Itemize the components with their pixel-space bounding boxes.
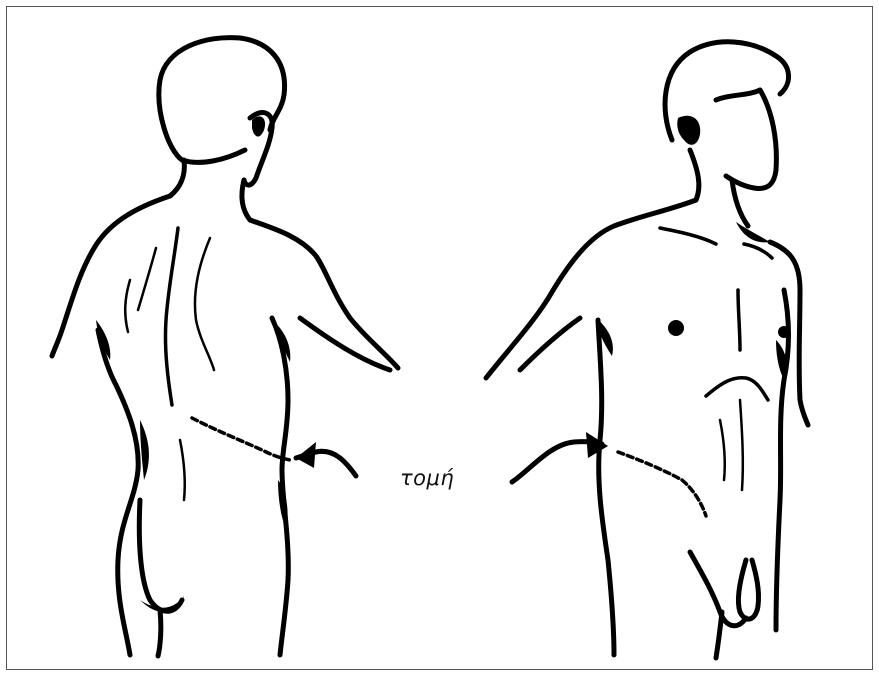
front-left-shoulder: [486, 200, 696, 378]
front-genital-outline: [738, 560, 758, 619]
back-waist-shadow-left: [140, 420, 149, 480]
front-flank-shadow: [776, 340, 787, 380]
front-ab-left: [720, 420, 725, 480]
front-ear: [677, 116, 700, 145]
front-sternum-line: [738, 290, 740, 350]
back-buttock: [139, 500, 182, 611]
back-incision-line: [192, 418, 290, 460]
back-torso-left: [116, 385, 138, 655]
incision-caption: τομή: [400, 466, 454, 490]
front-torso-left: [598, 320, 614, 655]
back-muscle-line: [125, 280, 130, 332]
front-nipple-right: [778, 326, 790, 338]
back-scapula-left: [138, 248, 156, 310]
front-collarbone-right: [744, 244, 772, 258]
back-hair-line: [182, 150, 245, 162]
front-nipple-left: [668, 320, 684, 336]
back-left-shoulder: [52, 196, 170, 356]
back-spine-line: [165, 228, 178, 405]
front-incision-line: [618, 452, 706, 516]
back-right-shoulder: [250, 220, 398, 368]
back-leg-line: [158, 610, 161, 656]
front-torso-right: [776, 290, 789, 630]
front-hair-fringe: [716, 90, 760, 100]
back-head-outline: [159, 38, 285, 160]
front-face: [726, 90, 776, 188]
back-lower-muscle: [180, 440, 185, 500]
front-view-figure: [486, 42, 808, 658]
back-view-figure: [52, 38, 398, 656]
front-neck-shadow: [736, 222, 770, 242]
back-scapula-right: [195, 238, 214, 370]
back-neck-left: [170, 160, 184, 196]
front-abs-line: [740, 400, 743, 490]
front-leg-line: [716, 612, 722, 658]
front-neck-left: [690, 150, 699, 200]
front-rib-arch: [706, 378, 768, 400]
back-ear-shadow: [252, 116, 265, 136]
front-collarbone-left: [660, 228, 716, 244]
